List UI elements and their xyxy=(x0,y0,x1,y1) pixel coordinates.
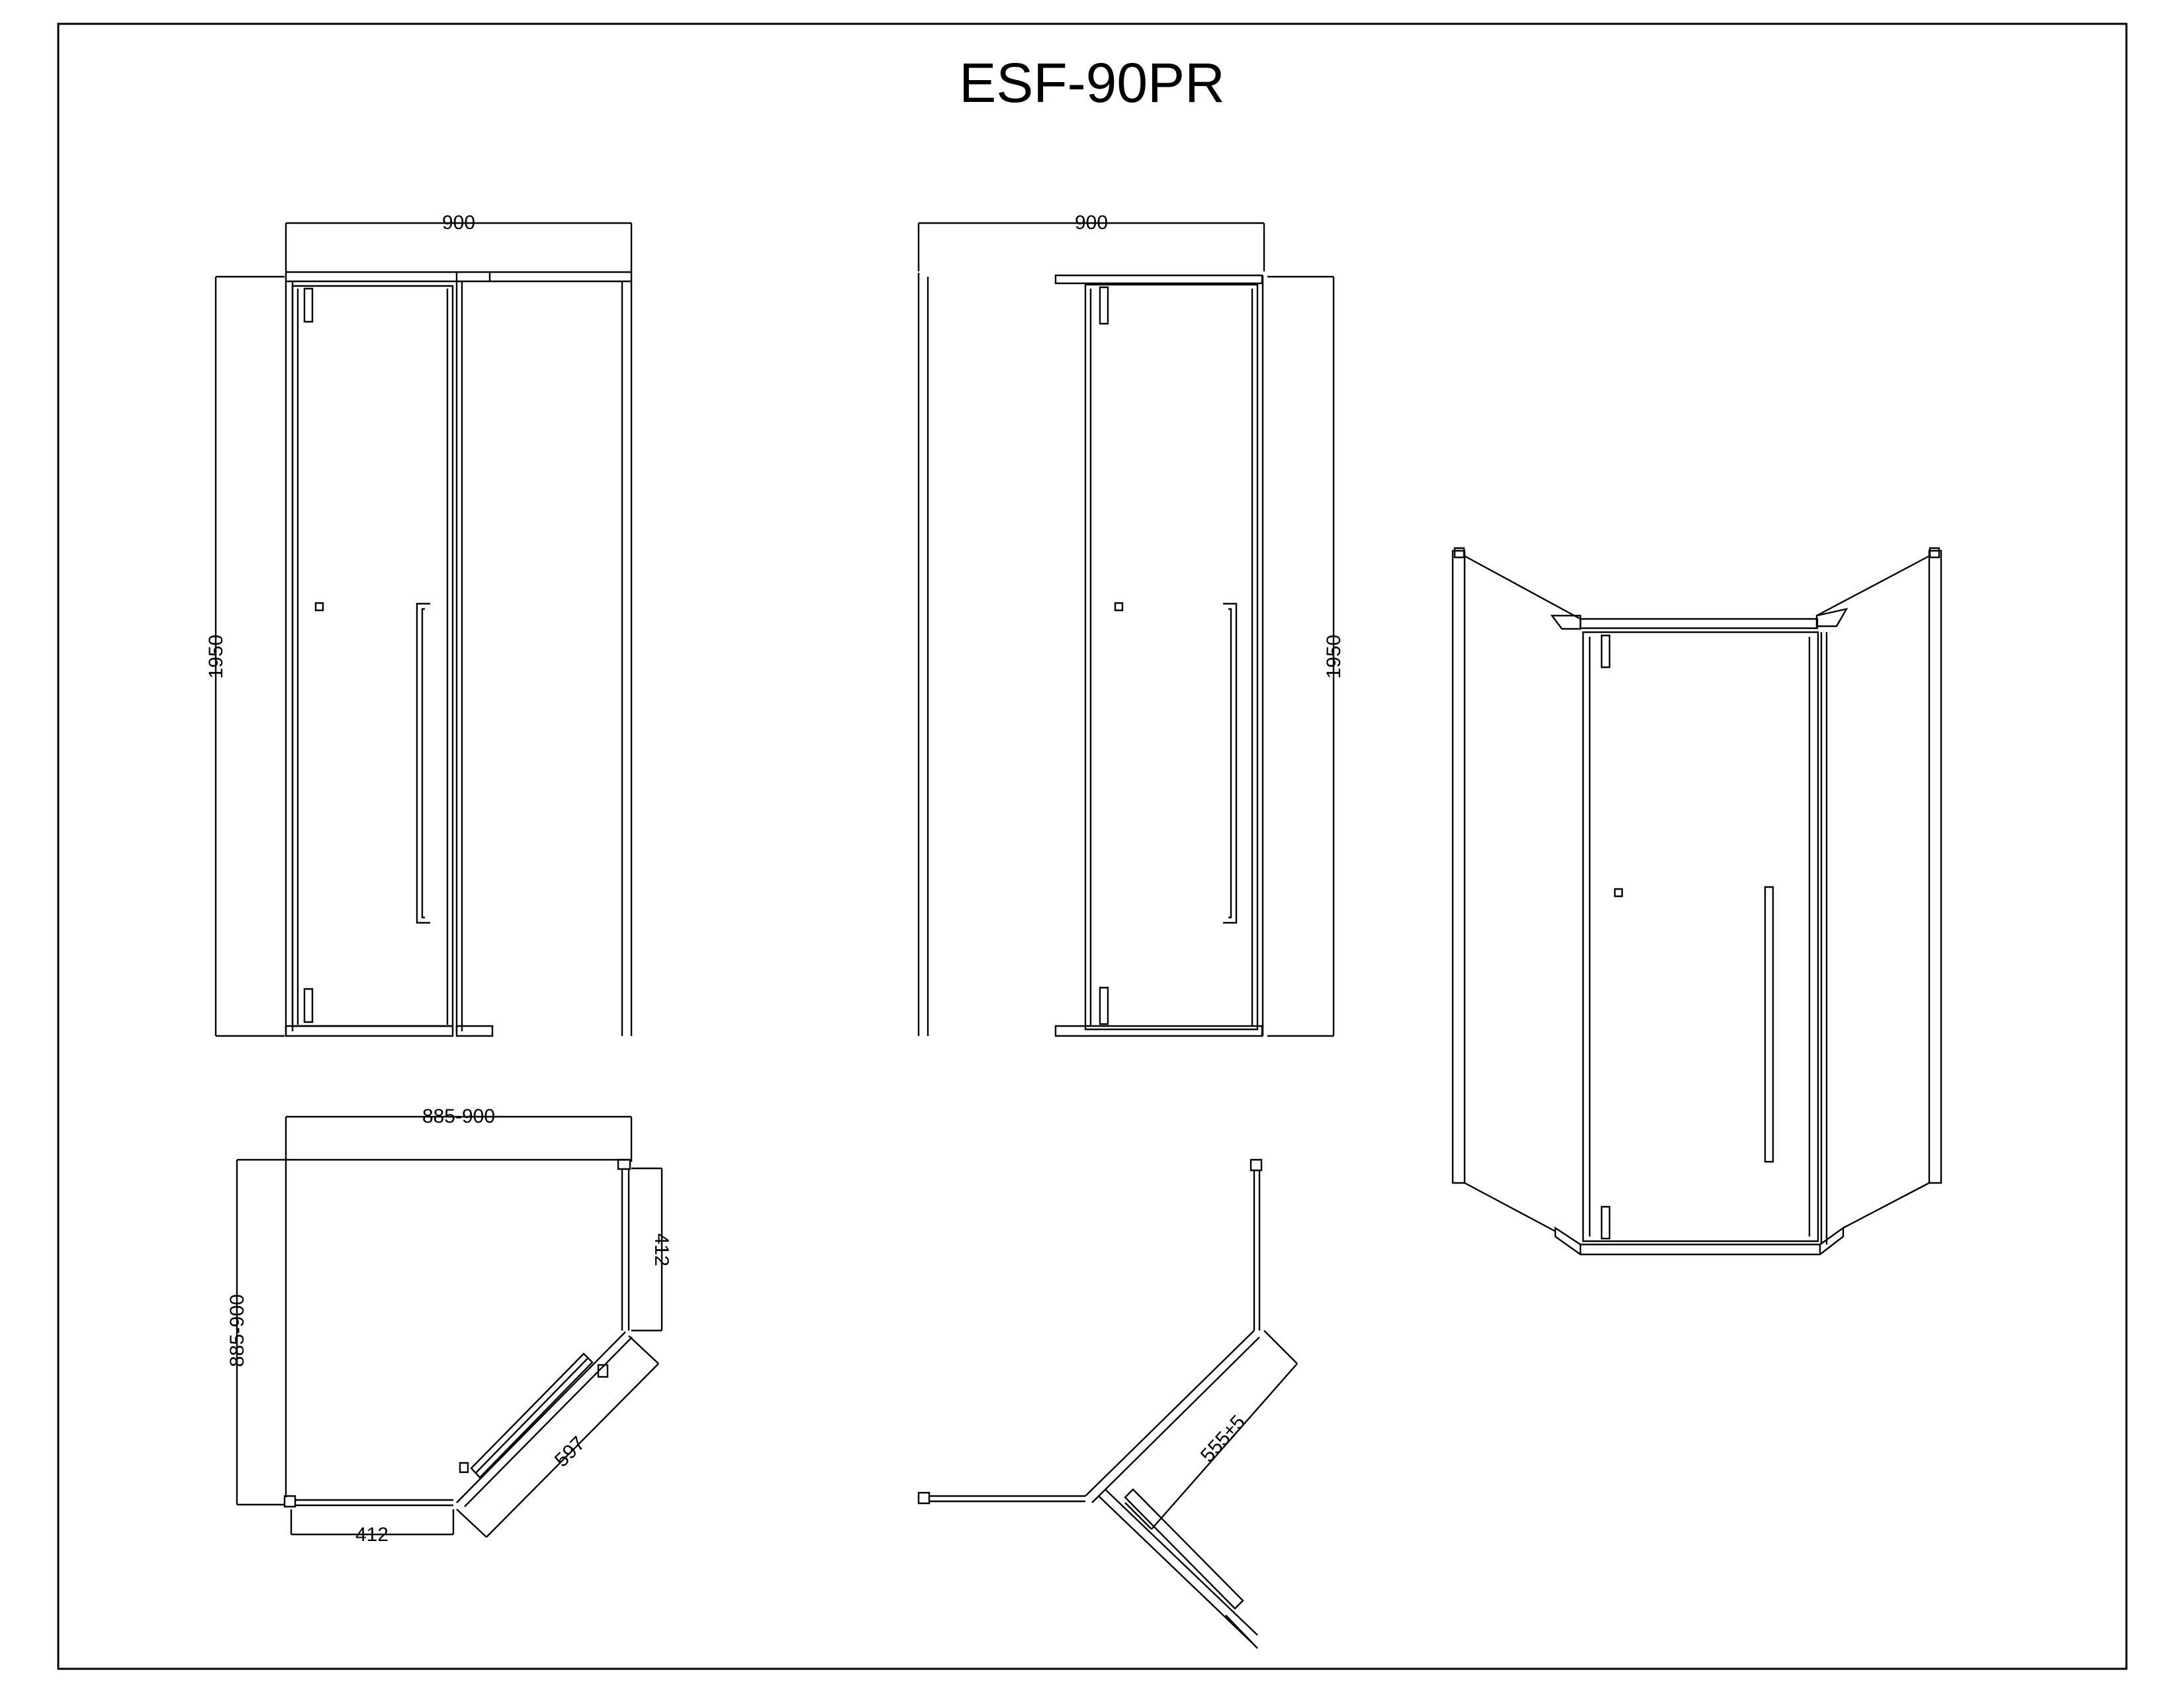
side-elevation xyxy=(919,223,1334,1036)
plan-side-right-label: 412 xyxy=(651,1233,672,1266)
side-height-label: 1950 xyxy=(1323,635,1345,679)
sheet-border xyxy=(58,24,2126,1669)
front-elevation xyxy=(216,223,631,1036)
swing-opening-label: 555±5 xyxy=(1197,1411,1250,1467)
swing-plan xyxy=(919,1160,1297,1648)
side-width-label: 900 xyxy=(1075,212,1108,234)
plan-width-label: 885-900 xyxy=(422,1105,495,1127)
isometric-view xyxy=(1453,548,1941,1254)
front-height-label: 1950 xyxy=(205,635,227,679)
plan-depth-label: 885-900 xyxy=(226,1294,248,1367)
front-width-label: 900 xyxy=(442,212,475,234)
plan-side-bottom-label: 412 xyxy=(355,1524,388,1546)
plan-view xyxy=(237,1117,662,1537)
drawing-title: ESF-90PR xyxy=(959,52,1225,114)
